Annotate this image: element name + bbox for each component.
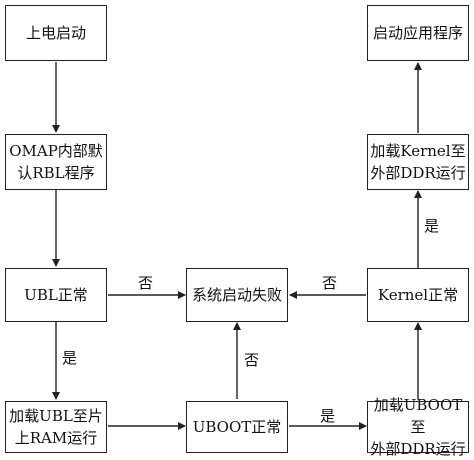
node-load-uboot: 加载UBOOT至 外部DDR运行 [367, 396, 469, 458]
node-uboot-normal: UBOOT正常 [186, 401, 288, 453]
node-power-on: 上电启动 [5, 5, 107, 61]
label-uboot-yes: 是 [320, 407, 336, 425]
node-boot-fail: 系统启动失败 [186, 268, 288, 322]
label-ubl-no: 否 [138, 274, 154, 292]
label-kernel-no: 否 [322, 274, 338, 292]
node-start-app: 启动应用程序 [367, 5, 469, 61]
node-omap-rbl: OMAP内部默 认RBL程序 [5, 134, 107, 190]
node-kernel-normal: Kernel正常 [367, 268, 469, 322]
node-ubl-normal: UBL正常 [5, 268, 107, 322]
label-uboot-no: 否 [244, 351, 260, 369]
label-ubl-yes: 是 [62, 349, 78, 367]
node-load-kernel: 加载Kernel至 外部DDR运行 [367, 134, 469, 190]
label-kernel-yes: 是 [424, 217, 440, 235]
node-load-ubl: 加载UBL至片 上RAM运行 [5, 401, 107, 453]
